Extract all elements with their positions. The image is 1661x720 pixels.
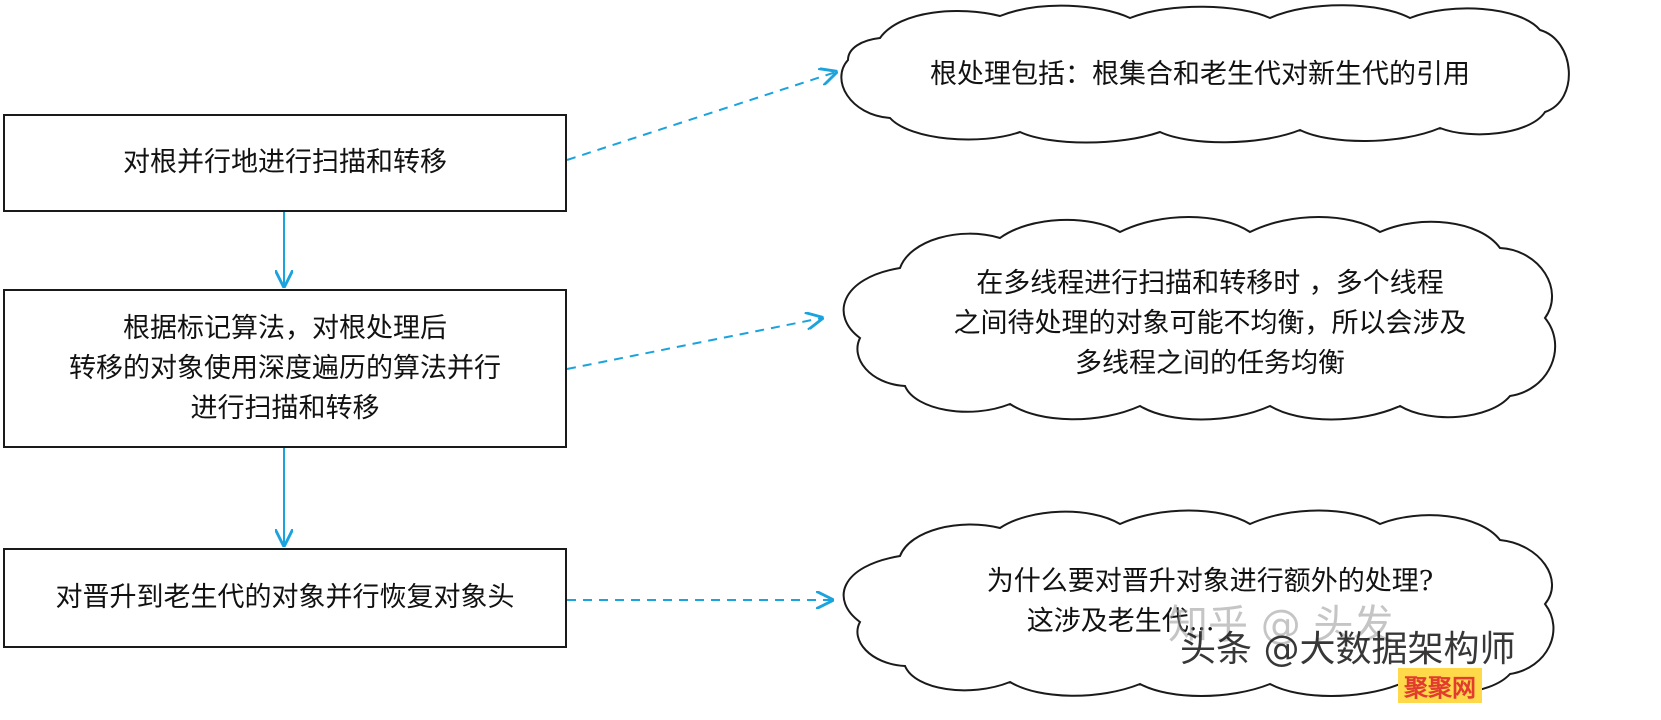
note-2-line-2: 之间待处理的对象可能不均衡，所以会涉及 — [953, 308, 1467, 339]
note-arrow-2 — [566, 318, 822, 370]
note-1: 根处理包括：根集合和老生代对新生代的引用 — [860, 40, 1540, 110]
note-1-line-1: 根处理包括：根集合和老生代对新生代的引用 — [930, 59, 1470, 90]
cloud-shape-3 — [842, 509, 1555, 697]
step-box-2: 根据标记算法，对根处理后 转移的对象使用深度遍历的算法并行 进行扫描和转移 — [3, 289, 567, 448]
note-2-line-3: 多线程之间的任务均衡 — [1075, 348, 1345, 379]
cloud-shape-1 — [840, 4, 1570, 144]
step-2-line-3: 进行扫描和转移 — [190, 392, 380, 424]
cloud-shape-2 — [842, 216, 1557, 421]
note-2: 在多线程进行扫描和转移时 ，多个线程 之间待处理的对象可能不均衡，所以会涉及 多… — [880, 262, 1540, 386]
step-box-1: 对根并行地进行扫描和转移 — [3, 114, 567, 212]
step-2-line-1: 根据标记算法，对根处理后 — [123, 312, 447, 344]
watermark-badge: 聚聚网 — [1398, 668, 1482, 703]
step-3-line-1: 对晋升到老生代的对象并行恢复对象头 — [55, 582, 515, 613]
watermark-zhihu: 知乎 @ 头发 — [1168, 602, 1394, 648]
note-2-line-1: 在多线程进行扫描和转移时 ，多个线程 — [976, 268, 1444, 299]
step-box-3: 对晋升到老生代的对象并行恢复对象头 — [3, 548, 567, 648]
step-2-line-2: 转移的对象使用深度遍历的算法并行 — [69, 352, 501, 384]
note-3-line-2: 这涉及老生代... — [1026, 606, 1215, 637]
note-3: 为什么要对晋升对象进行额外的处理? 这涉及老生代... — [880, 560, 1540, 644]
watermark-toutiao: 头条 @大数据架构师 — [1180, 629, 1516, 670]
note-arrow-1 — [566, 72, 836, 161]
step-1-line-1: 对根并行地进行扫描和转移 — [123, 147, 447, 178]
note-3-line-1: 为什么要对晋升对象进行额外的处理? — [986, 566, 1434, 597]
